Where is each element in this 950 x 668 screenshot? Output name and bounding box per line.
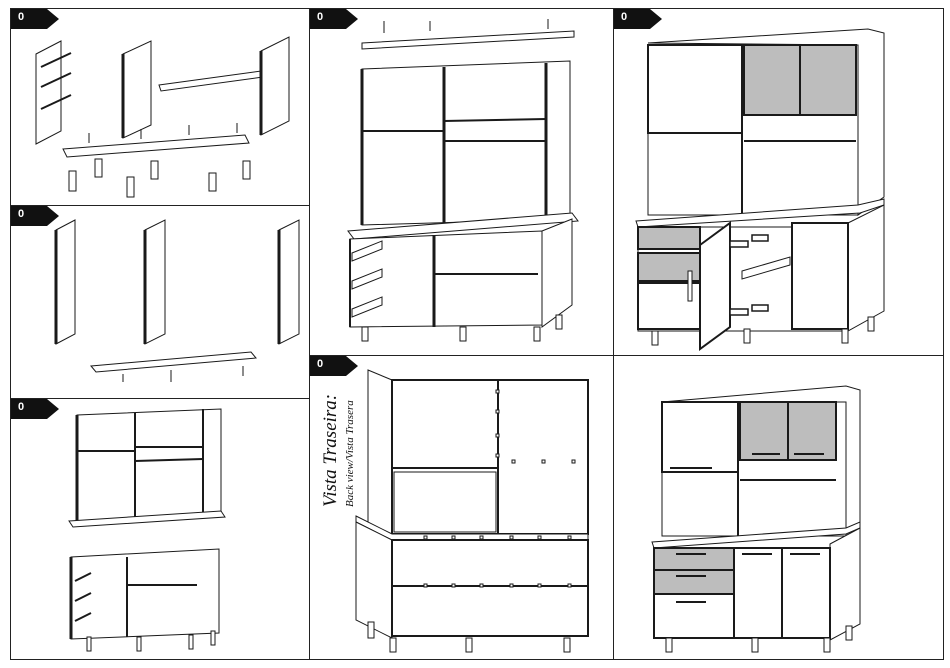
finished-panel	[613, 355, 944, 660]
step-panel-6: 0	[613, 8, 944, 356]
step-number-1: 0	[18, 11, 24, 23]
finished-illustration	[614, 356, 945, 661]
step-1-illustration	[11, 9, 311, 207]
step-5-illustration	[614, 9, 945, 357]
step-number-3: 0	[18, 401, 24, 413]
step-4-illustration	[310, 9, 615, 357]
step-number-5: 0	[317, 358, 323, 370]
step-number-6: 0	[621, 11, 627, 23]
back-view-title: Vista Traseira:	[320, 394, 342, 507]
back-view-subtitle: Back view/Vista Trasera	[344, 400, 356, 507]
step-number-2: 0	[18, 208, 24, 220]
step-number-4: 0	[317, 11, 323, 23]
step-panel-1: 0	[10, 8, 310, 206]
step-3-illustration	[11, 399, 311, 661]
step-panel-4: 0	[309, 8, 614, 356]
back-view-panel: 0	[309, 355, 614, 660]
step-panel-2: 0	[10, 205, 310, 399]
step-panel-3: 0	[10, 398, 310, 660]
step-2-illustration	[11, 206, 311, 400]
